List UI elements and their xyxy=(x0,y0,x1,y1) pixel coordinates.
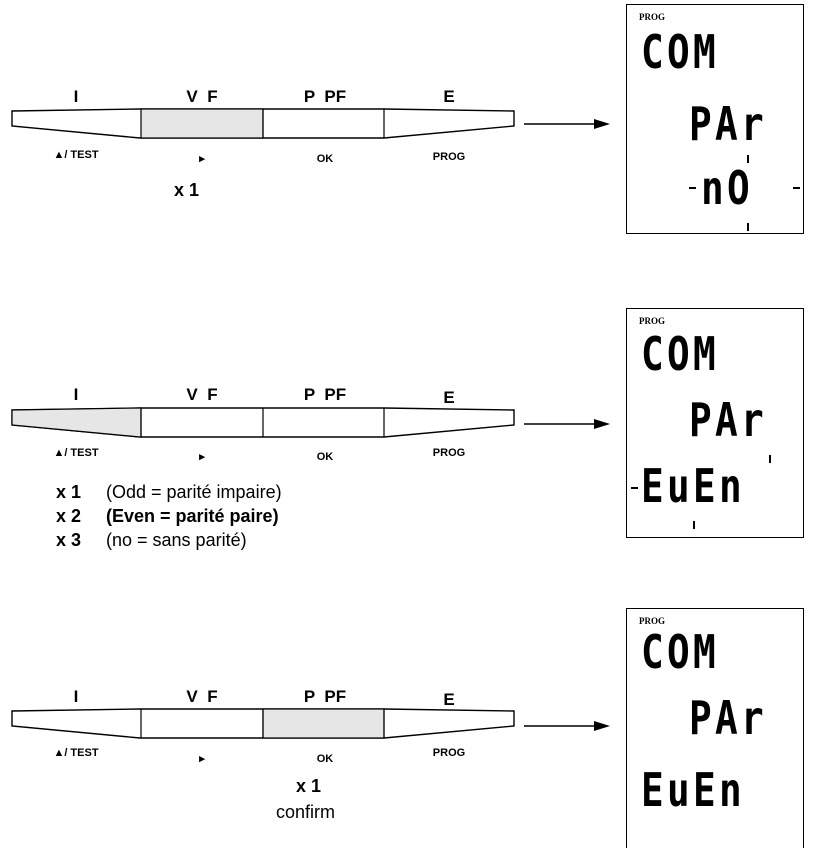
key-label-p-pf: P PF xyxy=(304,687,346,706)
key-sublabel-right-arrow: ▸ xyxy=(198,451,205,463)
blink-mark-right xyxy=(793,187,800,189)
key-sublabel-right-arrow: ▸ xyxy=(198,753,205,765)
key-label-p-pf: P PF xyxy=(304,87,346,106)
step-1: I V F P PF E ▲/ TEST ▸ OK PROG x 1 PROG … xyxy=(0,0,813,250)
lcd-display: PROG COM PAr EuEn xyxy=(626,608,804,848)
key-sublabel-test: ▲/ TEST xyxy=(53,747,98,759)
parity-options: x 1(Odd = parité impaire) x 2(Even = par… xyxy=(56,480,282,552)
lcd-prog-indicator: PROG xyxy=(639,616,665,626)
key-i xyxy=(11,407,142,438)
key-p-pf xyxy=(262,708,385,739)
press-count: x 1 xyxy=(296,776,322,796)
keypad-diagram: I V F P PF E ▲/ TEST ▸ OK PROG xyxy=(11,385,610,463)
blink-mark-bottom xyxy=(693,521,695,529)
key-sublabel-prog: PROG xyxy=(433,747,465,759)
lcd-line-2: PAr xyxy=(689,691,767,745)
confirm-label: confirm xyxy=(276,802,336,822)
key-label-v-f: V F xyxy=(186,87,217,106)
lcd-line-3: EuEn xyxy=(641,763,745,817)
key-sublabel-ok: OK xyxy=(317,753,334,765)
lcd-line-1: COM xyxy=(641,625,719,679)
key-label-e: E xyxy=(443,388,454,407)
key-label-i: I xyxy=(74,87,79,106)
blink-mark-top xyxy=(747,155,749,163)
arrow-icon xyxy=(524,721,610,731)
option-even: x 2(Even = parité paire) xyxy=(56,506,279,526)
blink-mark-top xyxy=(769,455,771,463)
arrow-icon xyxy=(524,119,610,129)
step-2: I V F P PF E ▲/ TEST ▸ OK PROG x 1(Odd =… xyxy=(0,300,813,590)
press-count: x 1 xyxy=(174,180,200,200)
key-sublabel-prog: PROG xyxy=(433,151,465,163)
lcd-line-1: COM xyxy=(641,327,719,381)
key-label-p-pf: P PF xyxy=(304,385,346,404)
keypad-diagram: I V F P PF E ▲/ TEST ▸ OK PROG xyxy=(11,87,610,165)
key-sublabel-prog: PROG xyxy=(433,447,465,459)
key-label-e: E xyxy=(443,87,454,106)
blink-mark-left xyxy=(631,487,638,489)
option-odd: x 1(Odd = parité impaire) xyxy=(56,482,282,502)
key-v-f xyxy=(140,108,264,139)
lcd-line-1: COM xyxy=(641,25,719,79)
key-sublabel-test: ▲/ TEST xyxy=(53,149,98,161)
lcd-line-3: EuEn xyxy=(641,459,745,513)
lcd-line-3: nO xyxy=(701,161,753,215)
lcd-line-2: PAr xyxy=(689,97,767,151)
key-sublabel-ok: OK xyxy=(317,451,334,463)
key-label-v-f: V F xyxy=(186,385,217,404)
lcd-display: PROG COM PAr nO xyxy=(626,4,804,234)
key-label-e: E xyxy=(443,690,454,709)
key-label-i: I xyxy=(74,385,79,404)
keypad-diagram: I V F P PF E ▲/ TEST ▸ OK PROG xyxy=(11,687,610,765)
step-3: I V F P PF E ▲/ TEST ▸ OK PROG x 1 confi… xyxy=(0,604,813,848)
key-sublabel-test: ▲/ TEST xyxy=(53,447,98,459)
arrow-icon xyxy=(524,419,610,429)
lcd-prog-indicator: PROG xyxy=(639,12,665,22)
lcd-prog-indicator: PROG xyxy=(639,316,665,326)
key-label-i: I xyxy=(74,687,79,706)
key-label-v-f: V F xyxy=(186,687,217,706)
blink-mark-left xyxy=(689,187,696,189)
key-sublabel-ok: OK xyxy=(317,153,334,165)
option-no: x 3(no = sans parité) xyxy=(56,530,247,550)
lcd-display: PROG COM PAr EuEn xyxy=(626,308,804,538)
key-sublabel-right-arrow: ▸ xyxy=(198,153,205,165)
lcd-line-2: PAr xyxy=(689,393,767,447)
blink-mark-bottom xyxy=(747,223,749,231)
